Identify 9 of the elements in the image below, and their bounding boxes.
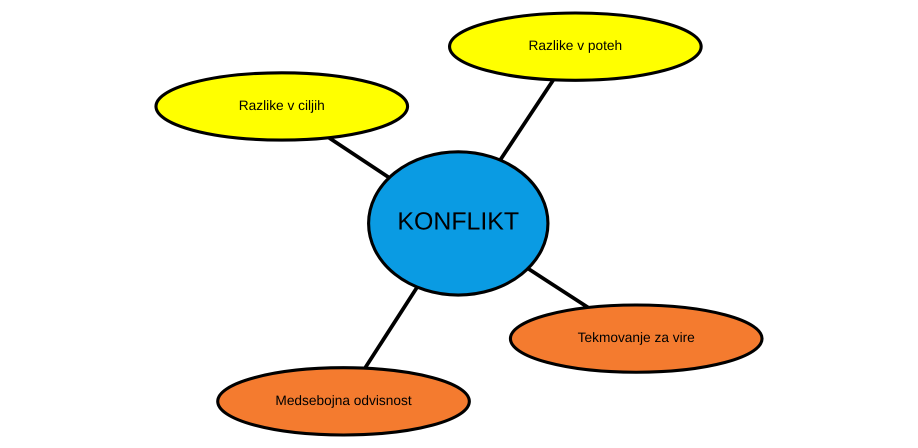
connector: [328, 136, 390, 180]
connector: [498, 78, 555, 162]
node-ellipse: Razlike v ciljih: [154, 71, 410, 142]
connector: [527, 267, 590, 309]
connector: [363, 286, 419, 369]
node-ellipse: Tekmovanje za vire: [508, 303, 764, 374]
node-ellipse: Razlike v poteh: [448, 11, 703, 82]
node-ellipse: KONFLIKT: [367, 150, 550, 297]
node-ellipse: Medsebojna odvisnost: [216, 366, 471, 437]
